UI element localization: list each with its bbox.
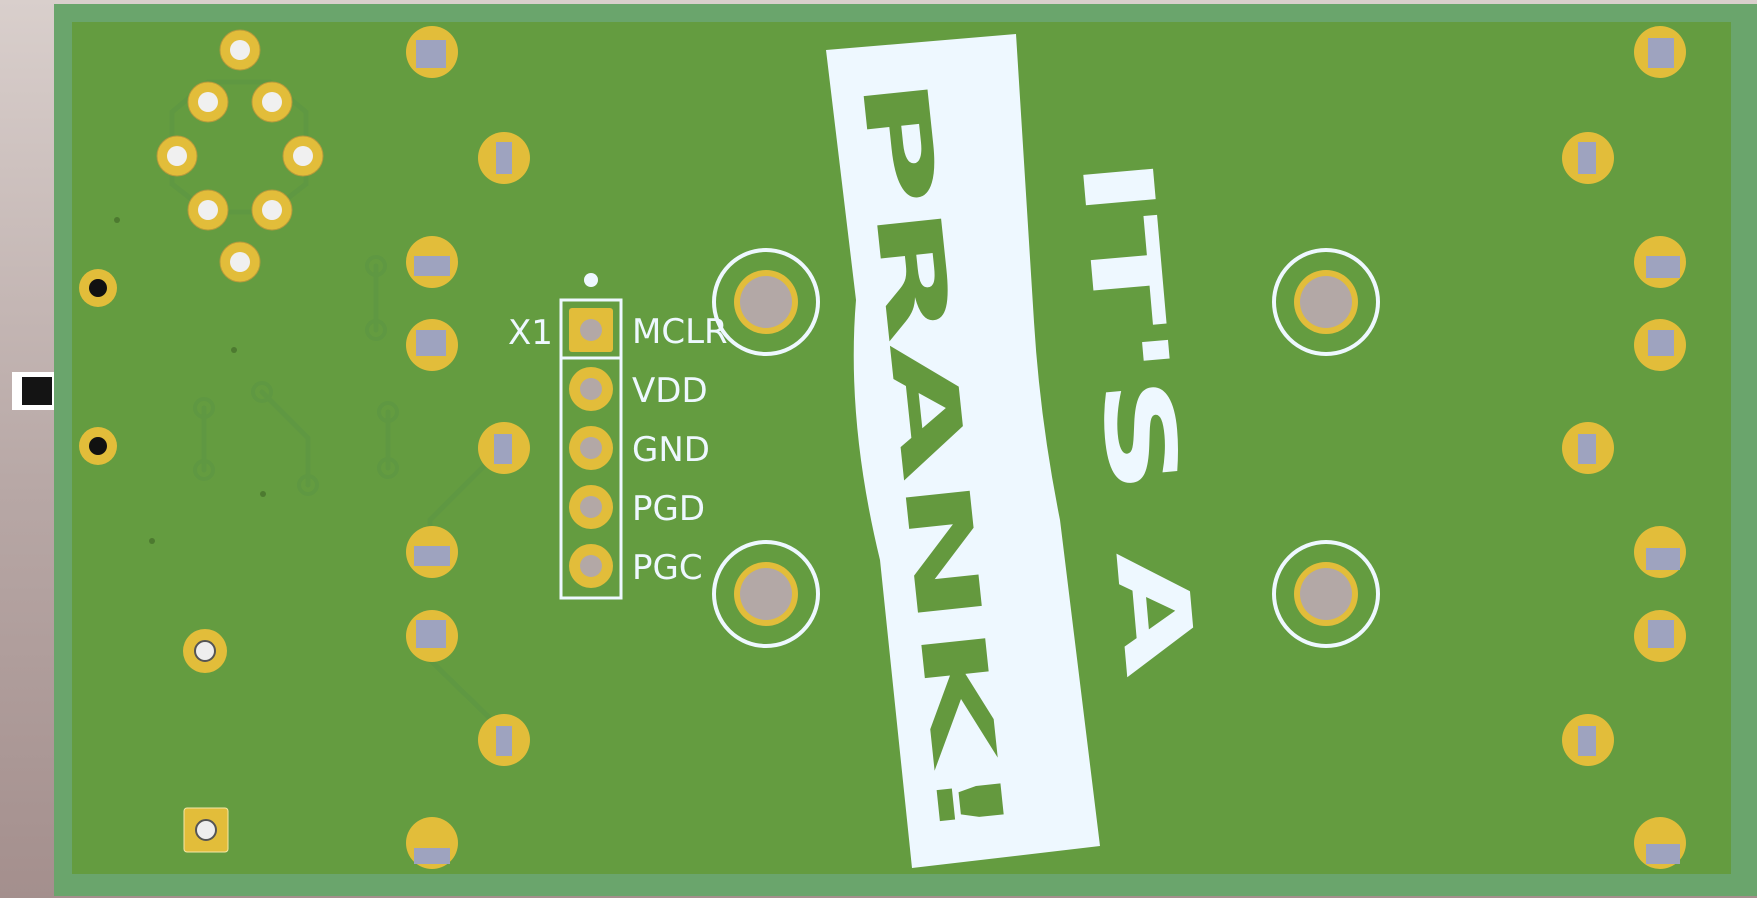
- programming-header: [559, 273, 623, 600]
- power-pads: [79, 269, 229, 853]
- side-marker-inner: [22, 377, 52, 405]
- trace-pads: [193, 255, 399, 496]
- crystal-pads: [156, 29, 324, 283]
- left-connector-pads: [406, 26, 530, 869]
- pin-label-vdd: VDD: [632, 371, 708, 411]
- small-vias: [114, 217, 266, 544]
- mounting-holes: [712, 248, 1380, 648]
- pin-label-mclr: MCLR: [632, 312, 728, 352]
- header-designator: X1: [508, 313, 553, 353]
- pin-label-gnd: GND: [632, 430, 710, 470]
- pin-label-pgd: PGD: [632, 489, 705, 529]
- right-connector-pads: [1562, 26, 1686, 869]
- pin-label-pgc: PGC: [632, 548, 703, 588]
